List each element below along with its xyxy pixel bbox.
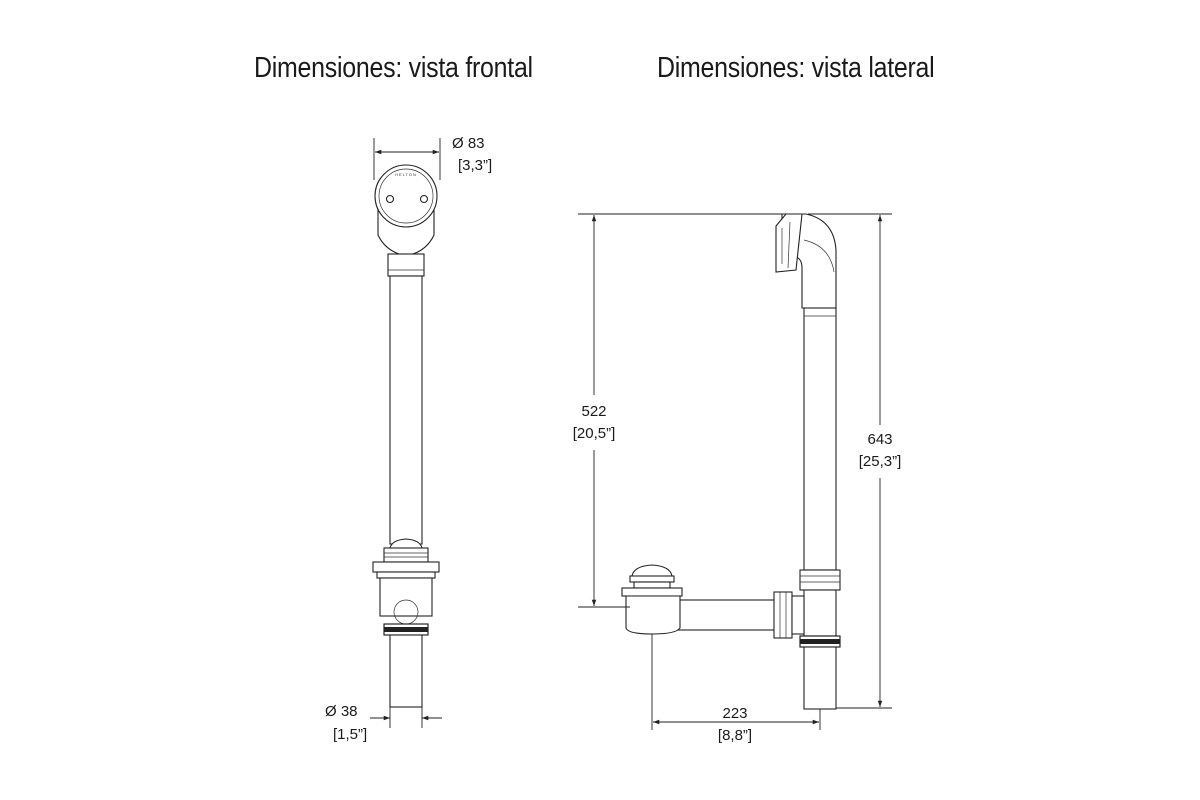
inner-height-value: 522 <box>581 403 606 420</box>
overflow-collar <box>387 253 425 277</box>
drain-body <box>372 538 440 708</box>
side-view-title: Dimensiones: vista lateral <box>657 52 935 84</box>
side-view-drawing: 522 [20,5”] 643 [25,3”] 223 [8,8”] <box>573 213 902 744</box>
overflow-faceplate: HELTON <box>374 164 438 257</box>
top-diameter-dimension: Ø 83 [3,3”] <box>373 135 492 180</box>
overflow-tube-side <box>803 307 837 571</box>
inner-height-dimension: 522 [20,5”] <box>573 213 784 608</box>
front-view-title: Dimensiones: vista frontal <box>254 52 533 84</box>
horizontal-pipe <box>675 591 805 639</box>
overflow-tube <box>389 275 423 545</box>
bottom-diameter-dimension: Ø 38 [1,5”] <box>325 703 442 743</box>
bottom-diameter-imperial: [1,5”] <box>333 726 367 743</box>
top-diameter-value: Ø 83 <box>452 135 485 152</box>
brand-mark: HELTON <box>395 172 417 177</box>
horizontal-length-dimension: 223 [8,8”] <box>651 634 821 744</box>
horizontal-length-value: 223 <box>722 705 747 722</box>
front-view-drawing: HELTON Ø 83 [3,3”] <box>325 135 492 743</box>
total-height-value: 643 <box>867 431 892 448</box>
bottom-diameter-value: Ø 38 <box>325 703 358 720</box>
total-height-imperial: [25,3”] <box>859 453 902 470</box>
inner-height-imperial: [20,5”] <box>573 425 616 442</box>
horizontal-length-imperial: [8,8”] <box>718 727 752 744</box>
drain-stopper-side <box>621 564 683 635</box>
total-height-dimension: 643 [25,3”] <box>808 213 902 709</box>
overflow-elbow <box>775 213 837 309</box>
top-diameter-imperial: [3,3”] <box>458 157 492 174</box>
tee-fitting <box>799 569 841 710</box>
